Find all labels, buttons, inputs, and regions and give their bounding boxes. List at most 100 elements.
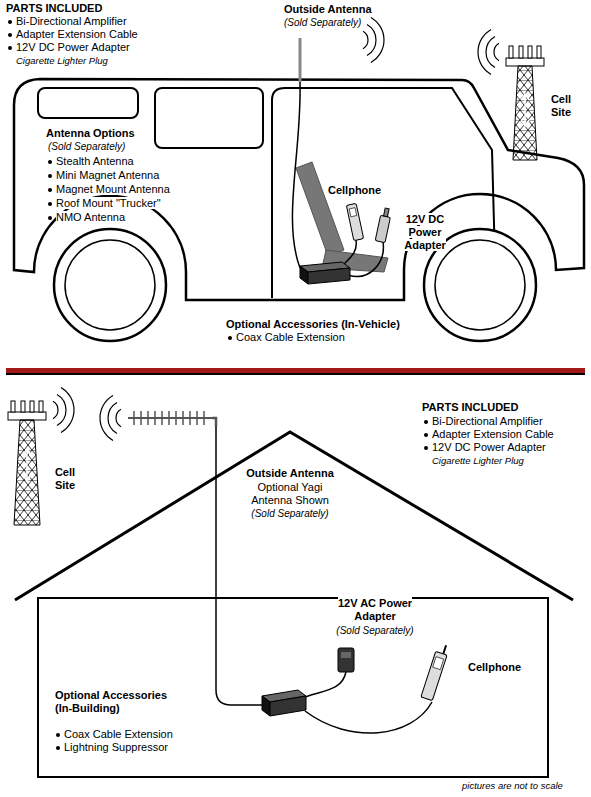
signal-waves bbox=[363, 17, 499, 74]
label-text: Cell Site bbox=[544, 93, 578, 119]
cellphone-icon-part bbox=[433, 657, 444, 670]
label-text: pictures are not to scale bbox=[462, 780, 563, 791]
bullet-dot bbox=[48, 188, 52, 192]
label-text: PARTS INCLUDED bbox=[422, 401, 518, 414]
part-list-item: Mini Magnet Antenna bbox=[56, 169, 159, 182]
cell-tower-part bbox=[537, 46, 541, 58]
power-cable bbox=[348, 242, 383, 276]
part-list-item: Adapter Extension Cable bbox=[16, 28, 138, 41]
bullet-dot bbox=[8, 20, 12, 24]
label-text: Optional Accessories (In-Vehicle) bbox=[226, 318, 400, 330]
yagi-element bbox=[147, 411, 149, 425]
cellphone-icon-part bbox=[346, 203, 363, 240]
label-text: Cell Site bbox=[55, 466, 75, 491]
bullet-dot bbox=[424, 420, 428, 424]
part-list-item: Magnet Mount Antenna bbox=[56, 183, 170, 196]
label-text: (Sold Separately) bbox=[240, 507, 340, 520]
part-list-item: Coax Cable Extension bbox=[64, 728, 173, 741]
cell-tower-part bbox=[506, 58, 544, 66]
part-list-item: Stealth Antenna bbox=[56, 155, 134, 168]
label-text: Roof Mount "Trucker" bbox=[56, 197, 161, 209]
label-text: (Sold Separately) bbox=[284, 16, 361, 29]
cellphone-icon-part bbox=[421, 651, 447, 700]
label-text: Optional Accessories (In-Building) bbox=[55, 689, 167, 714]
building-walls bbox=[38, 598, 548, 777]
label-text: PARTS INCLUDED bbox=[6, 2, 102, 15]
label-text: Optional Accessories (In-Vehicle) bbox=[226, 318, 400, 331]
signal-wave bbox=[486, 36, 495, 67]
phone-cable bbox=[305, 702, 432, 733]
yagi-element bbox=[196, 411, 198, 425]
label-text: Cellphone bbox=[468, 661, 521, 673]
signal-wave bbox=[116, 409, 121, 426]
label-text: Cigarette Lighter Plug bbox=[432, 454, 524, 467]
part-list-item: 12V DC Power Adapter bbox=[16, 41, 130, 54]
bullet-dot bbox=[48, 202, 52, 206]
cellphone-icon-part bbox=[349, 208, 357, 217]
part-list-item: Bi-Directional Amplifier bbox=[432, 415, 543, 428]
label-text: Antenna Options bbox=[46, 127, 135, 139]
label-text: Cellphone bbox=[328, 184, 381, 196]
label-text: 12V AC Power Adapter bbox=[333, 597, 417, 623]
label-text: Outside Antenna bbox=[240, 467, 340, 480]
amplifier-icon bbox=[300, 262, 350, 284]
power-plug-icon-part bbox=[375, 215, 390, 243]
label-text: 12V DC Power Adapter bbox=[398, 213, 452, 252]
seat-back bbox=[296, 162, 344, 256]
label-text: 12V DC Power Adapter bbox=[432, 441, 546, 453]
label-text: Coax Cable Extension bbox=[64, 728, 173, 740]
cell-tower-part bbox=[519, 46, 523, 58]
cellphone-icon bbox=[346, 203, 363, 240]
part-list-item: Coax Cable Extension bbox=[236, 331, 345, 344]
yagi-element bbox=[182, 411, 184, 425]
signal-waves bbox=[53, 387, 121, 440]
wheel-rim bbox=[65, 240, 155, 330]
signal-wave bbox=[100, 395, 113, 440]
power-adapter-icon-part bbox=[341, 652, 351, 658]
label-text: (Sold Separately) bbox=[336, 625, 413, 636]
signal-wave bbox=[57, 394, 66, 425]
cell-tower-part bbox=[528, 46, 532, 58]
label-text: (Sold Separately) bbox=[48, 140, 125, 153]
bullet-dot bbox=[8, 33, 12, 37]
signal-wave bbox=[494, 43, 499, 60]
label-text: Adapter Extension Cable bbox=[432, 428, 554, 440]
label-text: Coax Cable Extension bbox=[236, 331, 345, 343]
signal-wave bbox=[371, 17, 384, 62]
cell-tower bbox=[8, 401, 46, 525]
cellphone-icon-part bbox=[443, 645, 446, 654]
signal-wave bbox=[108, 402, 117, 433]
part-list-item: Roof Mount "Trucker" bbox=[56, 197, 161, 210]
bullet-dot bbox=[48, 160, 52, 164]
cell-tower-part bbox=[21, 401, 25, 412]
label-text: Cellphone bbox=[328, 184, 381, 197]
label-text: Lightning Suppressor bbox=[64, 741, 168, 753]
building-roof bbox=[15, 432, 573, 600]
yagi-element bbox=[168, 411, 170, 425]
signal-wave bbox=[363, 31, 368, 48]
cell-tower-part bbox=[509, 46, 513, 58]
signal-wave bbox=[53, 401, 58, 418]
amplifier-icon bbox=[262, 690, 306, 716]
label-text: Outside Antenna bbox=[284, 3, 372, 15]
cellphone-icon bbox=[421, 643, 450, 701]
power-cable bbox=[305, 672, 346, 697]
cell-tower-part bbox=[521, 94, 529, 126]
section-divider bbox=[6, 368, 585, 375]
power-adapter-icon bbox=[338, 648, 354, 672]
label-text: 12V AC Power Adapter bbox=[338, 597, 412, 622]
label-text: PARTS INCLUDED bbox=[6, 2, 102, 14]
vehicle-window bbox=[38, 88, 138, 118]
label-text: Cigarette Lighter Plug bbox=[16, 54, 108, 67]
part-list-item: Lightning Suppressor bbox=[64, 741, 168, 754]
power-plug-icon-part bbox=[384, 208, 390, 217]
yagi-element bbox=[154, 411, 156, 425]
amplifier-icon-part bbox=[300, 266, 308, 284]
coax-cable bbox=[292, 82, 300, 268]
cell-tower-part bbox=[39, 401, 43, 412]
label-text: Adapter Extension Cable bbox=[16, 28, 138, 40]
bullet-dot bbox=[228, 336, 232, 340]
